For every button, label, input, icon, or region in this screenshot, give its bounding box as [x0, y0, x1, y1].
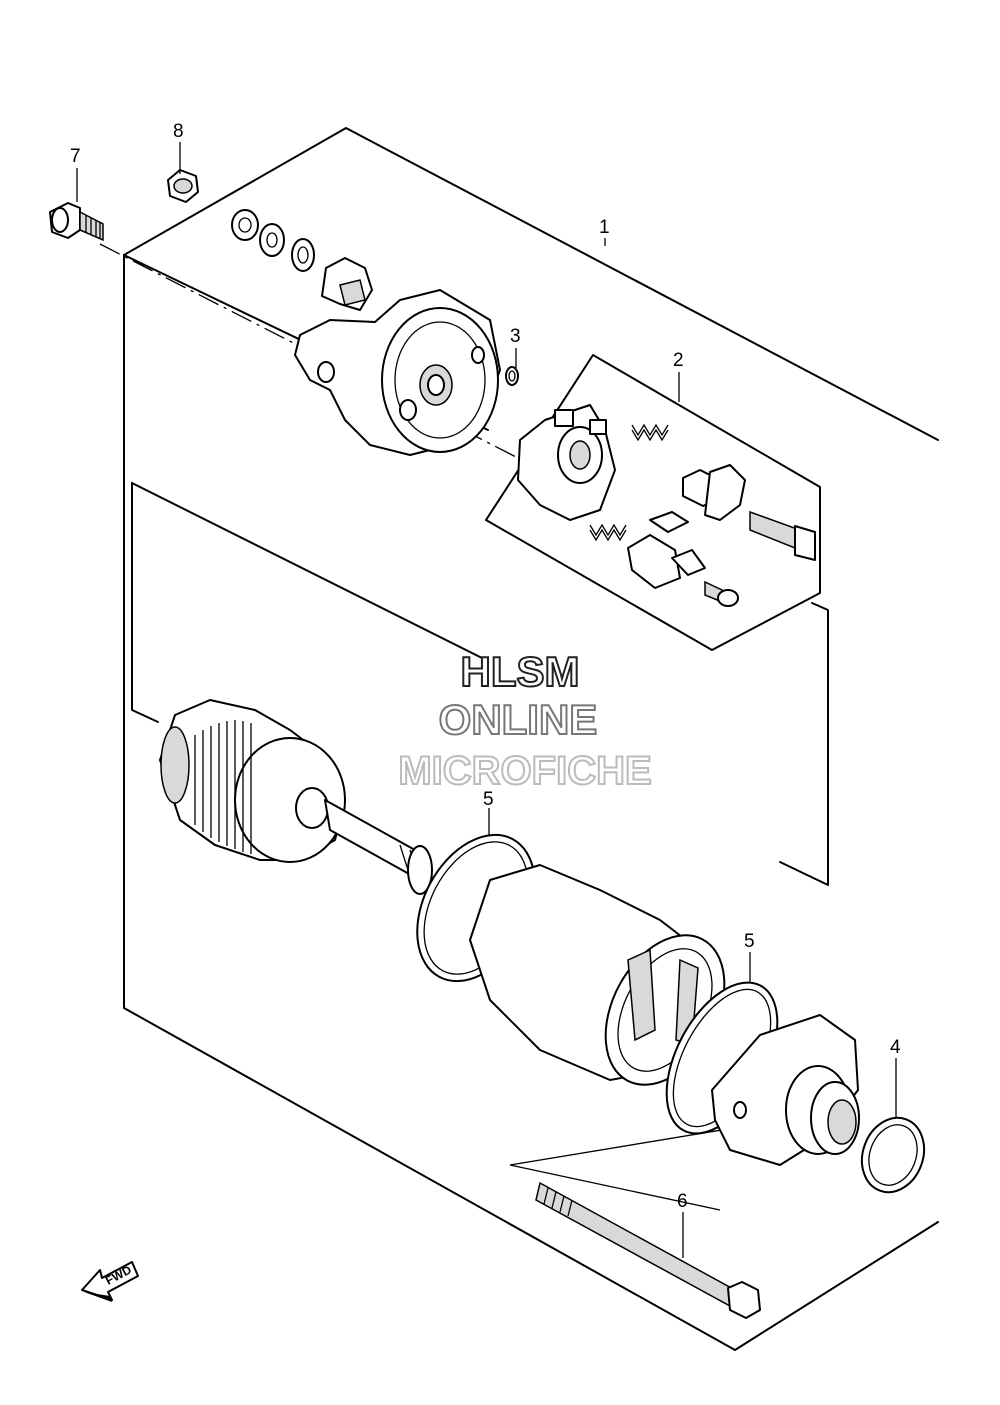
terminal-bolt[interactable]: [749, 510, 816, 561]
callout-4: 4: [890, 1037, 901, 1058]
callout-2: 2: [673, 350, 684, 371]
yoke-housing[interactable]: [469, 864, 748, 1105]
watermark-line-1: HLSM: [461, 648, 580, 695]
front-cover[interactable]: [711, 1014, 860, 1166]
callout-3: 3: [510, 326, 521, 347]
terminal-insulator[interactable]: [321, 257, 373, 311]
washer-stack[interactable]: [231, 209, 315, 272]
through-bolt-part-6[interactable]: [535, 1181, 761, 1319]
watermark: HLSM ONLINE MICROFICHE: [397, 647, 652, 794]
brush-screw[interactable]: [704, 580, 739, 607]
leader-lines: [76, 142, 897, 1258]
callout-7: 7: [70, 146, 81, 167]
fwd-direction-arrow: FWD: [81, 1261, 139, 1302]
o-ring-part-3[interactable]: [505, 366, 519, 386]
callout-5-lower: 5: [744, 931, 755, 952]
callout-labels: 7 8 1 3 2 5 5 4 6: [70, 121, 901, 1212]
brush-upper[interactable]: [682, 464, 746, 521]
watermark-line-2: ONLINE: [439, 696, 598, 743]
callout-6: 6: [677, 1191, 688, 1212]
end-cover[interactable]: [294, 289, 501, 456]
o-ring-part-4[interactable]: [852, 1109, 934, 1201]
nut-part-8[interactable]: [167, 169, 199, 203]
brush-holder-plate[interactable]: [517, 404, 616, 521]
brush-holder-frame: [485, 354, 821, 651]
armature[interactable]: [159, 699, 433, 895]
brush-lower[interactable]: [627, 511, 706, 589]
callout-1: 1: [599, 217, 610, 238]
watermark-line-3: MICROFICHE: [398, 749, 651, 793]
callout-5-upper: 5: [483, 789, 494, 810]
brush-spring-upper[interactable]: [631, 423, 669, 442]
flange-bolt-part-7[interactable]: [49, 202, 104, 242]
armature-frame: [131, 482, 829, 886]
callout-8: 8: [173, 121, 184, 142]
brush-spring-lower[interactable]: [589, 523, 627, 542]
